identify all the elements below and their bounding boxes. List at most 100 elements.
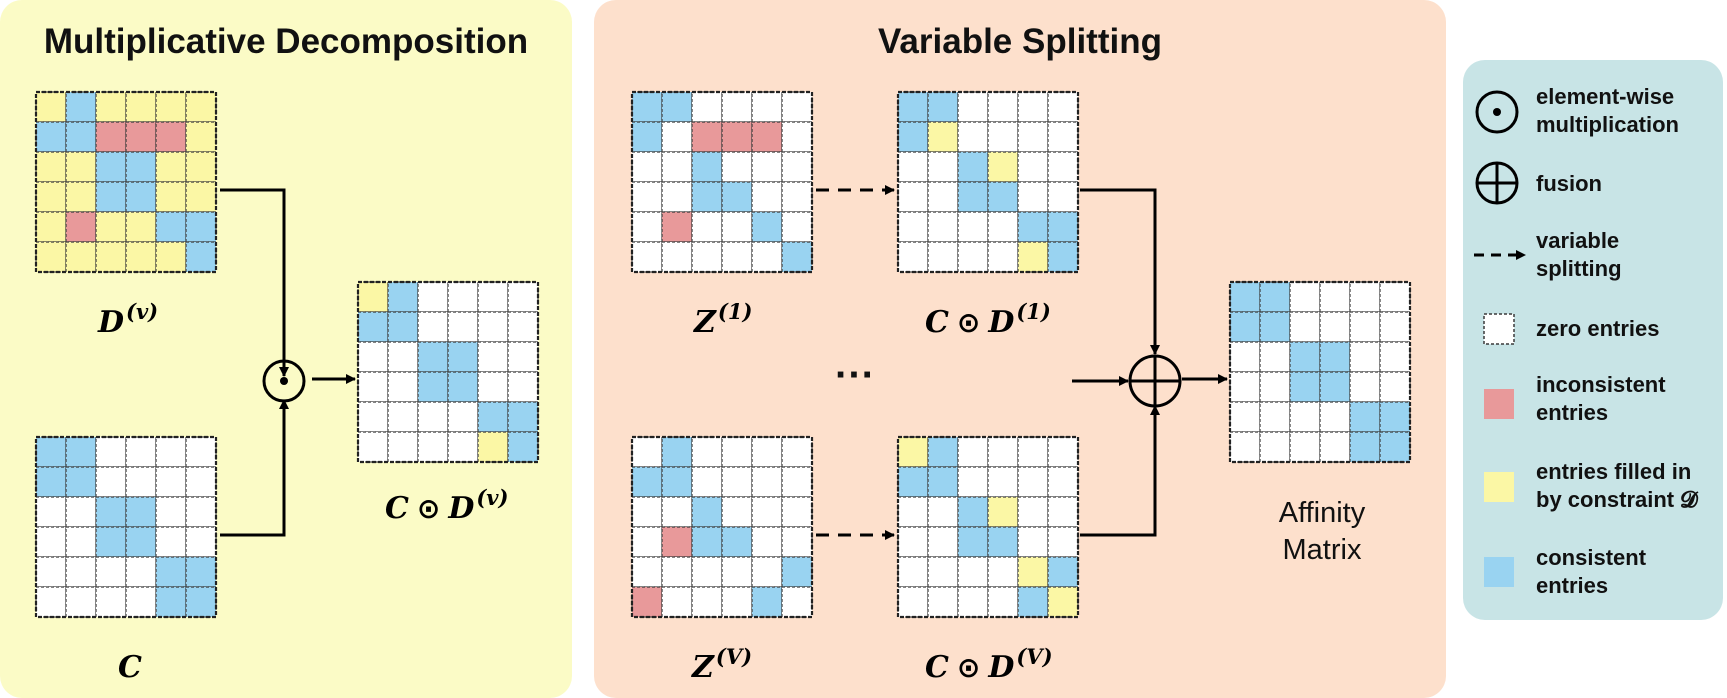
matrix-cell-consistent	[1289, 341, 1321, 373]
matrix-cell-zero	[691, 436, 723, 468]
legend-item-odot: element-wise multiplication	[1475, 84, 1679, 137]
matrix-cell-consistent	[661, 466, 693, 498]
matrix-cell-filled	[897, 436, 929, 468]
matrix-cell-zero	[1017, 496, 1049, 528]
ellipsis: ···	[835, 353, 875, 397]
matrix-cell-zero	[721, 436, 753, 468]
matrix-cell-filled	[155, 241, 187, 273]
matrix-cell-zero	[987, 91, 1019, 123]
matrix-cell-zero	[927, 526, 959, 558]
matrix-cell-zero	[781, 496, 813, 528]
matrix-cell-zero	[631, 496, 663, 528]
matrix-cell-zero	[927, 586, 959, 618]
matrix-cell-consistent	[957, 526, 989, 558]
matrix-cell-zero	[987, 211, 1019, 243]
matrix-cell-filled	[155, 151, 187, 183]
matrix-cell-zero	[927, 241, 959, 273]
matrix-cell-consistent	[927, 436, 959, 468]
odot-icon	[1475, 90, 1519, 134]
matrix-cell-filled	[357, 281, 389, 313]
legend-text-oplus: fusion	[1536, 171, 1602, 196]
matrix-cell-zero	[1349, 341, 1381, 373]
matrix-cell-filled	[185, 151, 217, 183]
connector-CDV-to-fusion	[1080, 405, 1160, 537]
label-CDv: C⊙D(v)	[385, 485, 508, 526]
matrix-cell-zero	[661, 496, 693, 528]
matrix-cell-zero	[1017, 181, 1049, 213]
matrix-cell-zero	[631, 241, 663, 273]
matrix-cell-filled	[155, 181, 187, 213]
matrix-cell-zero	[781, 526, 813, 558]
legend-item-consistent: consistent entries	[1484, 545, 1647, 598]
matrix-Z1	[630, 90, 814, 274]
matrix-cell-zero	[1047, 181, 1079, 213]
matrix-cell-filled	[95, 211, 127, 243]
matrix-cell-zero	[1379, 371, 1411, 403]
matrix-cell-zero	[1349, 311, 1381, 343]
matrix-cell-zero	[751, 91, 783, 123]
matrix-cell-filled	[125, 211, 157, 243]
matrix-border	[630, 90, 814, 274]
matrix-cell-zero	[1379, 311, 1411, 343]
matrix-cell-zero	[95, 556, 127, 588]
matrix-cell-zero	[751, 151, 783, 183]
matrix-cell-consistent	[65, 91, 97, 123]
matrix-cell-zero	[927, 496, 959, 528]
connector-CD1-to-fusion	[1080, 188, 1160, 355]
zero-swatch-icon	[1483, 313, 1515, 345]
matrix-cell-zero	[897, 586, 929, 618]
matrix-cell-consistent	[125, 526, 157, 558]
matrix-cell-zero	[447, 281, 479, 313]
matrix-cell-filled	[65, 151, 97, 183]
connector-C-to-odot	[220, 399, 289, 537]
matrix-cell-consistent	[897, 91, 929, 123]
matrix-cell-consistent	[957, 181, 989, 213]
matrix-cell-inconsistent	[751, 121, 783, 153]
oplus-fusion-icon	[1128, 354, 1182, 408]
matrix-border	[630, 435, 814, 619]
label-CDV: C⊙D(V)	[925, 644, 1053, 685]
matrix-cell-zero	[897, 526, 929, 558]
matrix-cell-zero	[987, 586, 1019, 618]
matrix-cell-filled	[35, 211, 67, 243]
matrix-CDv	[356, 280, 540, 464]
matrix-cell-zero	[185, 496, 217, 528]
matrix-cell-consistent	[1229, 311, 1261, 343]
matrix-cell-zero	[35, 556, 67, 588]
matrix-cell-zero	[185, 466, 217, 498]
matrix-cell-zero	[661, 241, 693, 273]
matrix-cell-zero	[781, 436, 813, 468]
matrix-cell-zero	[1017, 91, 1049, 123]
matrix-cell-zero	[691, 556, 723, 588]
matrix-cell-zero	[691, 586, 723, 618]
matrix-cell-consistent	[95, 151, 127, 183]
matrix-cell-zero	[987, 241, 1019, 273]
matrix-cell-zero	[417, 281, 449, 313]
matrix-cell-consistent	[125, 496, 157, 528]
matrix-cell-zero	[781, 586, 813, 618]
matrix-cell-zero	[155, 466, 187, 498]
matrix-CD1	[896, 90, 1080, 274]
matrix-cell-consistent	[1289, 371, 1321, 403]
matrix-cell-consistent	[781, 241, 813, 273]
matrix-cell-zero	[1017, 436, 1049, 468]
matrix-cell-consistent	[1379, 401, 1411, 433]
matrix-cell-zero	[927, 151, 959, 183]
matrix-cell-zero	[155, 496, 187, 528]
matrix-cell-zero	[1017, 466, 1049, 498]
matrix-border	[896, 435, 1080, 619]
label-ZV: Z(V)	[691, 644, 752, 685]
matrix-cell-inconsistent	[65, 211, 97, 243]
matrix-cell-zero	[1319, 431, 1351, 463]
matrix-cell-consistent	[1319, 371, 1351, 403]
matrix-cell-zero	[507, 341, 539, 373]
matrix-cell-zero	[721, 151, 753, 183]
matrix-cell-zero	[125, 586, 157, 618]
matrix-cell-inconsistent	[721, 121, 753, 153]
legend-item-filled: entries filled in by constraint 𝓓	[1484, 459, 1699, 512]
matrix-cell-consistent	[631, 466, 663, 498]
matrix-cell-zero	[1047, 466, 1079, 498]
matrix-cell-zero	[721, 466, 753, 498]
matrix-cell-zero	[35, 496, 67, 528]
matrix-cell-zero	[1017, 526, 1049, 558]
